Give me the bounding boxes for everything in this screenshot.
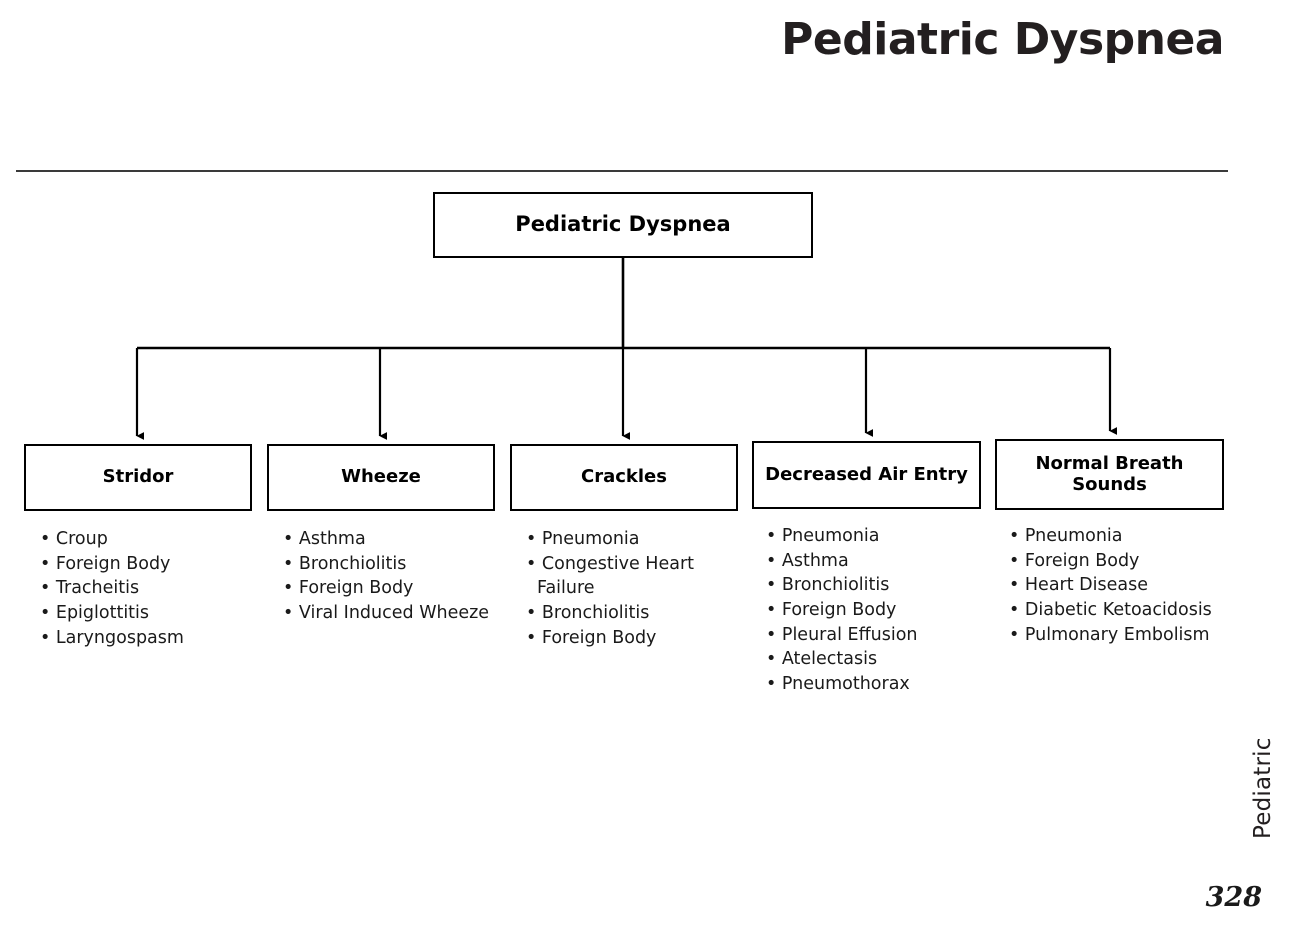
list-item: • Epiglottitis — [40, 601, 270, 626]
bullet-icon: • — [526, 529, 542, 549]
flowchart-node-decreased-air-entry-label: Decreased Air Entry — [765, 463, 968, 485]
list-item: • Asthma — [766, 549, 996, 574]
list-item-label: Bronchiolitis — [541, 603, 650, 624]
list-item: • Viral Induced Wheeze — [283, 601, 513, 626]
list-item: • Congestive Heart Failure — [526, 552, 704, 601]
flowchart-node-root: Pediatric Dyspnea — [433, 192, 813, 258]
list-item: • Bronchiolitis — [283, 552, 513, 577]
list-item: • Atelectasis — [766, 647, 996, 672]
flowchart-node-stridor-label: Stridor — [102, 466, 174, 488]
list-item-label: Diabetic Ketoacidosis — [1024, 600, 1212, 621]
header-divider-rule — [16, 170, 1228, 172]
list-item: • Pneumothorax — [766, 672, 996, 697]
list-item-label: Congestive Heart Failure — [537, 553, 695, 599]
list-item: • Foreign Body — [283, 576, 513, 601]
bullet-icon: • — [40, 627, 56, 648]
flowchart-node-stridor: Stridor — [24, 444, 252, 511]
flowchart-list-normal-breath-sounds: • Pneumonia• Foreign Body• Heart Disease… — [1009, 524, 1269, 647]
bullet-icon: • — [766, 624, 782, 645]
list-item: • Foreign Body — [40, 552, 270, 577]
section-side-tab-label: Pediatric — [1250, 737, 1276, 839]
list-item: • Pulmonary Embolism — [1009, 623, 1269, 648]
bullet-icon: • — [526, 603, 542, 624]
flowchart-node-crackles: Crackles — [510, 444, 738, 511]
list-item-label: Croup — [55, 529, 108, 549]
bullet-icon: • — [1009, 624, 1025, 645]
bullet-icon: • — [766, 526, 782, 546]
page-title: Pediatric Dyspnea — [781, 14, 1224, 65]
flowchart-node-wheeze-label: Wheeze — [341, 466, 421, 488]
bullet-icon: • — [40, 529, 56, 549]
bullet-icon: • — [40, 578, 56, 599]
list-item: • Foreign Body — [1009, 549, 1269, 574]
list-item: • Asthma — [283, 527, 513, 552]
flowchart-list-stridor: • Croup• Foreign Body• Tracheitis• Epigl… — [40, 527, 270, 650]
bullet-icon: • — [1009, 575, 1025, 596]
bullet-icon: • — [766, 649, 782, 670]
flowchart-node-wheeze: Wheeze — [267, 444, 495, 511]
flowchart-list-crackles: • Pneumonia• Congestive Heart Failure• B… — [526, 527, 704, 650]
flowchart-node-normal-breath-sounds-label: Normal Breath Sounds — [1035, 453, 1184, 495]
list-item-label: Foreign Body — [1024, 550, 1140, 571]
list-item: • Foreign Body — [526, 626, 704, 651]
list-item-label: Viral Induced Wheeze — [298, 603, 490, 624]
list-item-label: Bronchiolitis — [781, 575, 890, 596]
list-item: • Pleural Effusion — [766, 623, 996, 648]
list-item: • Foreign Body — [766, 598, 996, 623]
list-item-label: Foreign Body — [781, 600, 897, 621]
list-item-label: Pneumonia — [1024, 526, 1123, 546]
list-item-label: Foreign Body — [55, 553, 171, 574]
flowchart-node-crackles-label: Crackles — [581, 466, 667, 488]
bullet-icon: • — [766, 550, 782, 571]
list-item-label: Tracheitis — [55, 578, 140, 599]
list-item-label: Pneumonia — [541, 529, 640, 549]
bullet-icon: • — [766, 674, 782, 695]
page-number: 328 — [1205, 882, 1262, 913]
list-item-label: Epiglottitis — [55, 603, 150, 624]
bullet-icon: • — [1009, 600, 1025, 621]
list-item-label: Bronchiolitis — [298, 553, 407, 574]
list-item: • Laryngospasm — [40, 626, 270, 651]
bullet-icon: • — [40, 603, 56, 624]
bullet-icon: • — [766, 575, 782, 596]
list-item-label: Asthma — [298, 529, 366, 549]
flowchart-node-normal-breath-sounds: Normal Breath Sounds — [995, 439, 1224, 510]
list-item-label: Pneumonia — [781, 526, 880, 546]
list-item: • Bronchiolitis — [526, 601, 704, 626]
list-item-label: Pneumothorax — [781, 674, 910, 695]
list-item: • Heart Disease — [1009, 573, 1269, 598]
bullet-icon: • — [283, 578, 299, 599]
list-item-label: Atelectasis — [781, 649, 878, 670]
list-item-label: Pulmonary Embolism — [1024, 624, 1210, 645]
list-item: • Pneumonia — [1009, 524, 1269, 549]
flowchart-list-decreased-air-entry: • Pneumonia• Asthma• Bronchiolitis• Fore… — [766, 524, 996, 697]
list-item: • Tracheitis — [40, 576, 270, 601]
list-item-label: Foreign Body — [541, 627, 657, 648]
flowchart-list-wheeze: • Asthma• Bronchiolitis• Foreign Body• V… — [283, 527, 513, 626]
bullet-icon: • — [40, 553, 56, 574]
bullet-icon: • — [1009, 550, 1025, 571]
bullet-icon: • — [526, 627, 542, 648]
list-item-label: Foreign Body — [298, 578, 414, 599]
bullet-icon: • — [1009, 526, 1025, 546]
list-item: • Bronchiolitis — [766, 573, 996, 598]
list-item: • Croup — [40, 527, 270, 552]
bullet-icon: • — [766, 600, 782, 621]
list-item-label: Laryngospasm — [55, 627, 184, 648]
flowchart-node-root-label: Pediatric Dyspnea — [515, 212, 731, 237]
list-item-label: Pleural Effusion — [781, 624, 918, 645]
bullet-icon: • — [283, 529, 299, 549]
bullet-icon: • — [526, 553, 542, 574]
list-item: • Diabetic Ketoacidosis — [1009, 598, 1269, 623]
list-item: • Pneumonia — [526, 527, 704, 552]
list-item-label: Heart Disease — [1024, 575, 1148, 596]
bullet-icon: • — [283, 553, 299, 574]
flowchart-node-decreased-air-entry: Decreased Air Entry — [752, 441, 981, 509]
list-item: • Pneumonia — [766, 524, 996, 549]
bullet-icon: • — [283, 603, 299, 624]
list-item-label: Asthma — [781, 550, 849, 571]
